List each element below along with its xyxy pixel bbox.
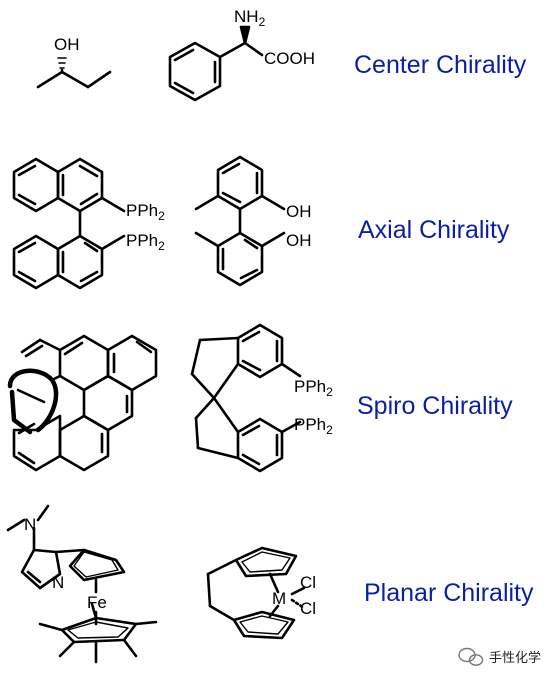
molecule-binap [12,157,126,290]
label-planar-chirality: Planar Chirality [364,579,534,607]
atom-pph2-upper: PPh2 [126,201,165,223]
wechat-icon [458,647,484,666]
atom-cl-upper: Cl [300,573,316,592]
atom-oh-lower: OH [286,231,312,250]
hashed-bond [57,57,67,72]
label-center-chirality: Center Chirality [354,51,527,79]
atom-oh-upper: OH [286,202,312,221]
atom-pph2-lower: PPh2 [126,231,165,253]
molecule-2-butanol [36,57,112,89]
atom-n-ring: N [52,573,64,592]
molecule-aza-ferrocene [6,504,158,664]
row-planar-chirality: N N Fe M Cl Cl Planar Chirality [6,504,534,664]
row-center-chirality: OH NH2 COOH Center Chirality [36,7,527,102]
molecule-helicene [7,334,158,472]
molecule-sdp-spiro [190,323,302,473]
atom-cl-lower: Cl [300,599,316,618]
row-axial-chirality: PPh2 PPh2 OH OH Axial Chirality [12,155,510,290]
row-spiro-chirality: PPh2 PPh2 Spiro Chirality [7,323,513,473]
atom-n-amine: N [24,515,36,534]
molecule-dimethyl-biphenol [194,155,286,287]
atom-fe: Fe [87,593,107,612]
watermark-text: 手性化学 [489,650,541,665]
atom-m: M [272,589,286,608]
molecule-ansa-metallocene [206,546,306,640]
atom-pph2-upper: PPh2 [294,377,333,399]
watermark: 手性化学 [458,647,541,666]
atom-oh: OH [54,35,80,54]
atom-cooh: COOH [264,49,315,68]
label-spiro-chirality: Spiro Chirality [357,392,513,420]
atom-nh2: NH2 [234,7,266,29]
atom-pph2-lower: PPh2 [294,415,333,437]
label-axial-chirality: Axial Chirality [358,216,510,244]
molecule-phenylglycine [168,25,264,102]
